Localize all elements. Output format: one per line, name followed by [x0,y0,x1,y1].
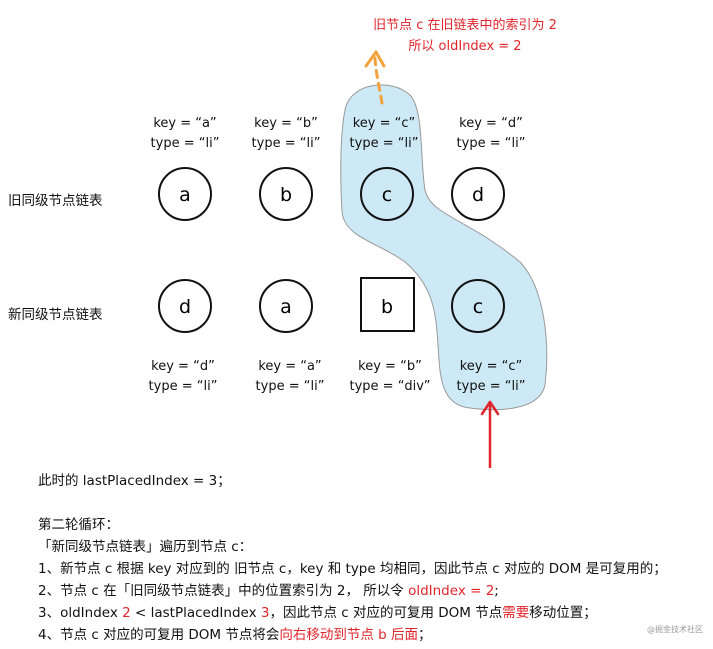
new-node-c-type: type = “li” [456,379,526,394]
step-3-need: 需要 [502,605,530,621]
old-node-c-circle [360,167,414,221]
step-1: 1、新节点 c 根据 key 对应到的 旧节点 c，key 和 type 均相同… [38,561,667,577]
old-node-c-type: type = “li” [349,136,419,151]
step-3-old-index: 2 [122,605,131,621]
step-3-reason: ，因此节点 c 对应的可复用 DOM 节点 [269,605,503,621]
new-node-b-text: b [381,296,393,318]
step-3-text: 3、oldIndex [38,605,123,621]
new-node-a-key: key = “a” [258,359,322,374]
old-node-d-text: d [472,184,484,206]
annotation-arrowhead [364,50,386,68]
old-node-c-text: c [382,184,392,206]
old-node-b-circle [259,167,313,221]
old-node-d-key: key = “d” [459,116,523,131]
annotation-arrow [373,56,384,105]
old-node-d-circle [451,167,505,221]
diagram-canvas: a b c d d a b c [158,50,548,468]
watermark: @掘金技术社区 [647,625,703,634]
old-node-c-key: key = “c” [352,116,416,131]
step-4: 4、节点 c 对应的可复用 DOM 节点将会向右移动到节点 b 后面； [38,624,708,646]
spacer [38,492,708,514]
old-node-b-text: b [280,184,292,206]
old-node-a-type: type = “li” [150,136,220,151]
old-node-d-type: type = “li” [456,136,526,151]
step-4-text: 4、节点 c 对应的可复用 DOM 节点将会 [38,627,280,643]
new-node-b-key: key = “b” [358,359,422,374]
old-list-label: 旧同级节点链表 [8,193,103,209]
step-2-highlight: oldIndex = 2 [408,583,495,599]
new-node-d-circle [158,279,212,333]
old-node-b-type: type = “li” [251,136,321,151]
new-node-a-text: a [280,296,292,318]
annotation-line-2: 所以 oldIndex = 2 [408,39,522,54]
step-3: 3、oldIndex 2 < lastPlacedIndex 3，因此节点 c … [38,602,708,624]
annotation-line-1: 旧节点 c 在旧链表中的索引为 2 [373,18,557,33]
new-list-label: 新同级节点链表 [8,307,103,323]
old-node-a-text: a [179,184,191,206]
step-4-end: ； [418,627,432,643]
pointer-arrowhead [480,400,500,416]
diagram: a b c d d a b c 旧节点 c 在旧链表中的索引为 2 所以 old… [8,18,557,468]
old-node-b-key: key = “b” [254,116,318,131]
new-node-d-key: key = “d” [151,359,215,374]
step-4-highlight: 向右移动到节点 b 后面 [279,627,419,643]
new-node-b-square [360,277,415,332]
old-node-a-key: key = “a” [153,116,217,131]
new-node-c-key: key = “c” [459,359,523,374]
round-title: 第二轮循环： [38,517,119,533]
step-3-last-placed: 3 [260,605,270,621]
traverse-line: 「新同级节点链表」遍历到节点 c： [38,539,253,555]
step-2-text: 2、节点 c 在「旧同级节点链表」中的位置索引为 2， 所以令 [38,583,409,599]
new-node-b-type: type = “div” [349,379,431,394]
step-2-end: ; [494,583,499,599]
new-node-d-type: type = “li” [148,379,218,394]
old-node-a-circle [158,167,212,221]
highlight-region [340,84,548,411]
new-node-c-text: c [473,296,483,318]
new-node-a-circle [259,279,313,333]
new-node-c-circle [451,279,505,333]
new-node-d-text: d [179,296,191,318]
explanation-notes: 此时的 lastPlacedIndex = 3； 第二轮循环： 「新同级节点链表… [38,470,708,646]
step-2: 2、节点 c 在「旧同级节点链表」中的位置索引为 2， 所以令 oldIndex… [38,580,708,602]
step-3-end: 移动位置； [529,605,597,621]
new-node-a-type: type = “li” [255,379,325,394]
step-3-compare: < lastPlacedIndex [130,605,261,621]
last-placed-index-line: 此时的 lastPlacedIndex = 3； [38,473,231,489]
